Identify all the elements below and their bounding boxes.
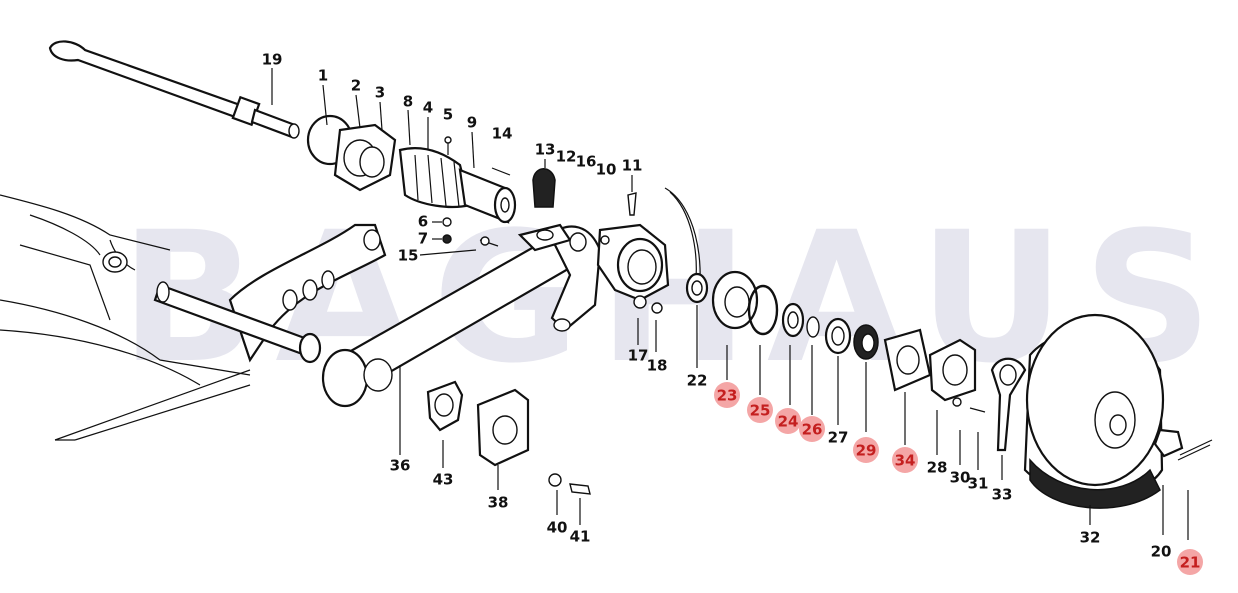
svg-text:32: 32: [1080, 529, 1101, 547]
label-19: 19: [262, 51, 283, 69]
brake-assembly: [883, 313, 1213, 509]
svg-text:6: 6: [418, 213, 428, 231]
label-21: 21: [1177, 549, 1203, 575]
label-20: 20: [1151, 543, 1172, 561]
svg-text:19: 19: [262, 51, 283, 69]
label-17: 17: [628, 347, 649, 365]
svg-text:30: 30: [950, 469, 971, 487]
label-2: 2: [351, 77, 361, 95]
svg-text:40: 40: [547, 519, 568, 537]
label-15: 15: [398, 247, 419, 265]
label-25: 25: [747, 397, 773, 423]
chassis-frame: [0, 194, 251, 441]
label-24: 24: [775, 408, 801, 434]
svg-text:14: 14: [492, 125, 513, 143]
svg-text:33: 33: [992, 486, 1013, 504]
label-7: 7: [418, 230, 428, 248]
svg-text:5: 5: [443, 106, 453, 124]
svg-text:43: 43: [433, 471, 454, 489]
svg-text:15: 15: [398, 247, 419, 265]
label-32: 32: [1080, 529, 1101, 547]
label-33: 33: [992, 486, 1013, 504]
label-41: 41: [570, 528, 591, 546]
svg-text:21: 21: [1180, 554, 1201, 572]
label-43: 43: [433, 471, 454, 489]
label-12: 12: [556, 148, 577, 166]
part-labels: 19 1 2 3 8 4 5 9 14 13 12 16 10 11 6 7 1…: [262, 51, 1203, 575]
svg-text:38: 38: [488, 494, 509, 512]
drive-shaft-assembly: [306, 114, 517, 247]
wheel-bearing-housing: [517, 168, 701, 314]
svg-text:1: 1: [318, 67, 328, 85]
label-30: 30: [950, 469, 971, 487]
svg-text:11: 11: [622, 157, 643, 175]
label-40: 40: [547, 519, 568, 537]
label-4: 4: [423, 99, 433, 117]
label-1: 1: [318, 67, 328, 85]
label-6: 6: [418, 213, 428, 231]
svg-text:8: 8: [403, 93, 413, 111]
svg-text:31: 31: [968, 475, 989, 493]
loose-parts: [426, 380, 591, 495]
svg-text:9: 9: [467, 114, 477, 132]
label-18: 18: [647, 357, 668, 375]
label-29: 29: [853, 437, 879, 463]
svg-text:12: 12: [556, 148, 577, 166]
svg-text:4: 4: [423, 99, 433, 117]
label-10: 10: [596, 161, 617, 179]
label-34: 34: [892, 447, 918, 473]
svg-text:20: 20: [1151, 543, 1172, 561]
label-22: 22: [687, 372, 708, 390]
label-8: 8: [403, 93, 413, 111]
label-23: 23: [714, 382, 740, 408]
svg-text:18: 18: [647, 357, 668, 375]
label-16: 16: [576, 153, 597, 171]
svg-text:2: 2: [351, 77, 361, 95]
label-26: 26: [799, 416, 825, 442]
leader-lines: [271, 68, 1189, 540]
bearing-stack: [685, 270, 879, 360]
svg-text:10: 10: [596, 161, 617, 179]
svg-text:36: 36: [390, 457, 411, 475]
svg-text:17: 17: [628, 347, 649, 365]
svg-text:23: 23: [717, 387, 738, 405]
suspension-arm: [153, 223, 387, 364]
svg-text:26: 26: [802, 421, 823, 439]
svg-text:27: 27: [828, 429, 849, 447]
label-13: 13: [535, 141, 556, 159]
label-28: 28: [927, 459, 948, 477]
svg-text:22: 22: [687, 372, 708, 390]
label-36: 36: [390, 457, 411, 475]
label-5: 5: [443, 106, 453, 124]
label-3: 3: [375, 84, 385, 102]
svg-text:13: 13: [535, 141, 556, 159]
label-31: 31: [968, 475, 989, 493]
svg-text:41: 41: [570, 528, 591, 546]
svg-text:25: 25: [750, 402, 771, 420]
label-11: 11: [622, 157, 643, 175]
svg-text:24: 24: [778, 413, 799, 431]
svg-text:16: 16: [576, 153, 597, 171]
svg-text:3: 3: [375, 84, 385, 102]
svg-text:29: 29: [856, 442, 877, 460]
label-14: 14: [492, 125, 513, 143]
svg-text:28: 28: [927, 459, 948, 477]
svg-text:34: 34: [895, 452, 916, 470]
label-9: 9: [467, 114, 477, 132]
label-27: 27: [828, 429, 849, 447]
torsion-bar: [48, 40, 300, 139]
spring-plate: [321, 225, 602, 408]
svg-text:7: 7: [418, 230, 428, 248]
label-38: 38: [488, 494, 509, 512]
